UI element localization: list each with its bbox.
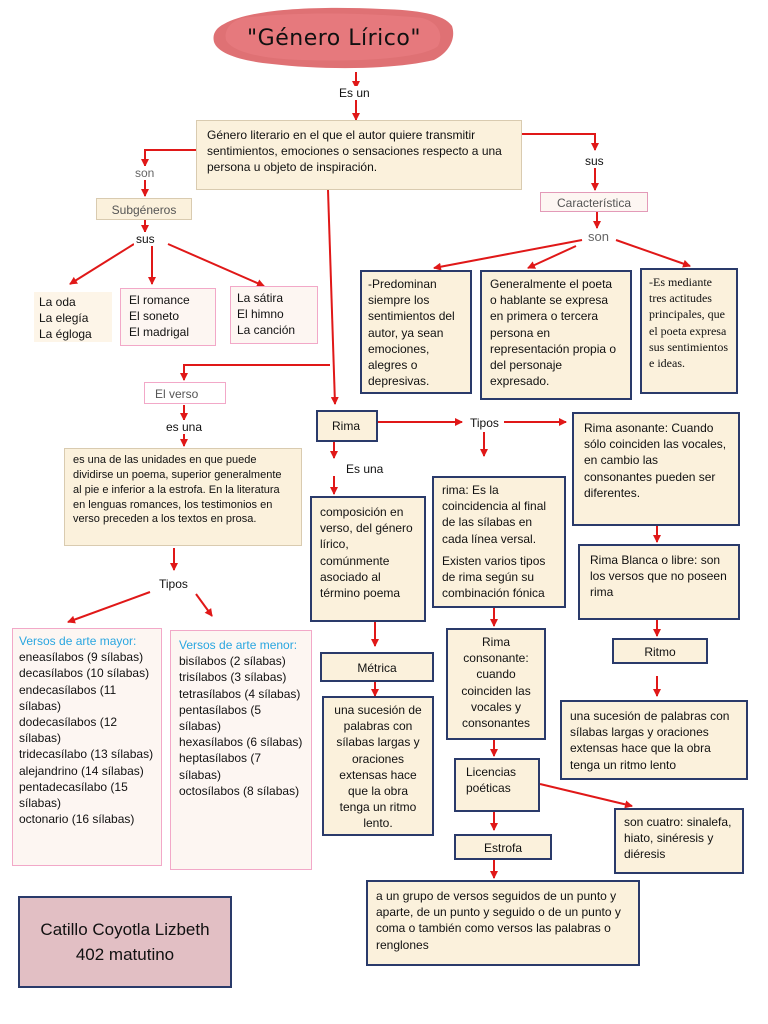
connector-sus-sub: sus	[134, 232, 157, 246]
ritmo-label: Ritmo	[644, 645, 676, 659]
metrica-box: Métrica	[320, 652, 434, 682]
title-banner: "Género Lírico"	[212, 4, 456, 72]
ritmo-definition: una sucesión de palabras con sílabas lar…	[560, 700, 748, 780]
subgeneros-box: Subgéneros	[96, 198, 192, 220]
rima-box: Rima	[316, 410, 378, 442]
caracteristica-box: Característica	[540, 192, 648, 212]
rima-definition-1: rima: Es la coincidencia al final de las…	[442, 483, 547, 546]
versos-arte-mayor-list: eneasílabos (9 sílabas) decasílabos (10 …	[19, 650, 154, 827]
page-title: "Género Lírico"	[247, 25, 421, 51]
subgeneros-label: Subgéneros	[111, 203, 177, 217]
verso-label: El verso	[155, 387, 199, 401]
licencias-label: Licencias poéticas	[466, 765, 517, 796]
title-brush-shape	[213, 7, 454, 69]
connector-son-char: son	[586, 229, 611, 244]
versos-arte-menor-box: Versos de arte menor: bisílabos (2 sílab…	[170, 630, 312, 870]
connector-es-una-verso: es una	[164, 420, 205, 434]
estrofa-label: Estrofa	[483, 841, 522, 855]
connector-tipos-verso: Tipos	[157, 577, 190, 591]
versos-arte-mayor-heading: Versos de arte mayor:	[19, 634, 137, 648]
caracteristica-2: Generalmente el poeta o hablante se expr…	[480, 270, 632, 400]
definition-box: Género literario en el que el autor quie…	[196, 120, 522, 190]
versos-arte-menor-list: bisílabos (2 sílabas) trisílabos (3 síla…	[179, 654, 303, 798]
author-group: 402 matutino	[75, 945, 175, 964]
caracteristica-3: -Es mediante tres actitudes principales,…	[640, 268, 738, 394]
estrofa-box: Estrofa	[454, 834, 552, 860]
versos-arte-menor-heading: Versos de arte menor:	[179, 638, 298, 652]
author-card: Catillo Coyotla Lizbeth 402 matutino	[18, 896, 232, 988]
rima-definition-box: rima: Es la coincidencia al final de las…	[432, 476, 566, 608]
verso-box: El verso	[144, 382, 226, 404]
subgeneros-group-2: El romance El soneto El madrigal	[120, 288, 216, 346]
verso-definition: es una de las unidades en que puede divi…	[64, 448, 302, 546]
licencias-son-cuatro: son cuatro: sinalefa, hiato, sinéresis y…	[614, 808, 744, 874]
metrica-label: Métrica	[357, 661, 397, 675]
connector-tipos-rima: Tipos	[468, 416, 501, 430]
metrica-definition: una sucesión de palabras con sílabas lar…	[322, 696, 434, 836]
subgeneros-group-1: La oda La elegía La égloga	[34, 292, 112, 342]
author-name: Catillo Coyotla Lizbeth	[40, 919, 210, 939]
ritmo-box: Ritmo	[612, 638, 708, 664]
estrofa-definition: a un grupo de versos seguidos de un punt…	[366, 880, 640, 966]
connector-es-un: Es un	[337, 86, 372, 100]
connector-sus-right: sus	[583, 154, 606, 168]
licencias-box: Licencias poéticas	[454, 758, 540, 812]
subgeneros-group-3: La sátira El himno La canción	[230, 286, 318, 344]
caracteristica-label: Característica	[556, 196, 632, 210]
connector-son-left: son	[133, 166, 157, 180]
caracteristica-1: -Predominan siempre los sentimientos del…	[360, 270, 472, 394]
versos-arte-mayor-box: Versos de arte mayor: eneasílabos (9 síl…	[12, 628, 162, 866]
rima-definition-2: Existen varios tipos de rima según su co…	[442, 553, 546, 601]
rima-blanca: Rima Blanca o libre: son los versos que …	[578, 544, 740, 620]
connector-es-una-rima: Es una	[344, 462, 386, 476]
rima-consonante: Rima consonante: cuando coinciden las vo…	[446, 628, 546, 740]
rima-asonante: Rima asonante: Cuando sólo coinciden las…	[572, 412, 740, 526]
rima-composicion: composición en verso, del género lírico,…	[310, 496, 426, 622]
definition-text: Género literario en el que el autor quie…	[207, 128, 502, 175]
rima-label: Rima	[332, 419, 361, 433]
